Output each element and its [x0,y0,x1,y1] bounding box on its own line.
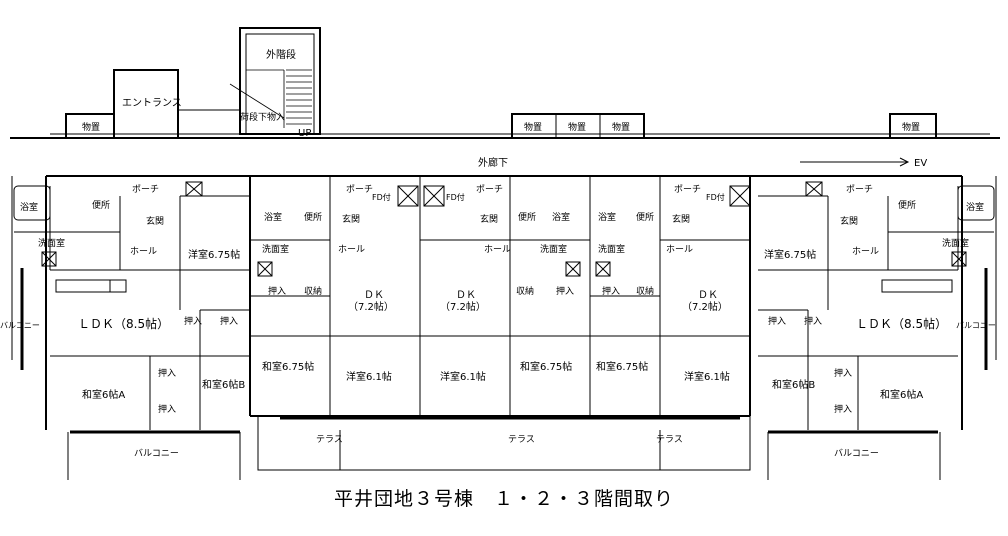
label-washitsu6b-1: 和室6帖B [202,378,245,391]
label-genkan-1: 玄関 [146,215,164,227]
label-washroom-2: 洗面室 [262,243,289,255]
label-storage-center-3: 物置 [612,121,630,133]
label-storage-center-2: 物置 [568,121,586,133]
label-hall-3: ホール [484,244,511,255]
floor-plan: 外階段 エントランス 物置 物置 物置 物置 物置 荷段下物入 UP 外廊下 E… [0,27,1000,480]
label-dk-size-1: （7.2帖） [348,300,394,313]
label-toilet-5: 便所 [898,199,916,211]
label-hall-5: ホール [852,246,879,257]
label-oshiire-4: 押入 [556,285,574,297]
label-porch-4: ポーチ [674,184,701,195]
label-genkan-2: 玄関 [342,213,360,225]
label-dk-1: ＤＫ [364,290,384,301]
label-fd-1: FD付 [372,192,391,202]
label-yoshitsu61-3: 洋室6.1帖 [684,370,730,383]
label-storage-right: 物置 [902,121,920,133]
label-outside-stairs: 外階段 [266,48,296,61]
label-oshiire-10: 押入 [834,367,852,379]
label-washroom-4: 洗面室 [598,243,625,255]
label-washitsu675-2: 和室6.75帖 [520,360,572,373]
label-shuno-3: 収納 [636,285,654,297]
label-oshiire-11: 押入 [834,403,852,415]
label-entrance: エントランス [122,97,182,109]
label-washitsu675-1: 和室6.75帖 [262,360,314,373]
label-oshiire-8: 押入 [158,367,176,379]
label-terrace-1: テラス [316,434,343,445]
label-oshiire-6: 押入 [768,315,786,327]
label-terrace-2: テラス [508,434,535,445]
label-toilet-4: 便所 [636,211,654,223]
label-yoshitsu675-1: 洋室6.75帖 [188,248,240,261]
label-yoshitsu61-2: 洋室6.1帖 [440,370,486,383]
label-terrace-3: テラス [656,434,683,445]
label-toilet-2: 便所 [304,211,322,223]
label-dk-size-3: （7.2帖） [682,300,728,313]
label-fd-3: FD付 [706,192,725,202]
label-toilet-1: 便所 [92,199,110,211]
label-storage-left: 物置 [82,121,100,133]
label-porch-2: ポーチ [346,184,373,195]
label-oshiire-9: 押入 [158,403,176,415]
label-oshiire-1: 押入 [184,315,202,327]
label-washitsu6a-2: 和室6帖A [880,388,923,401]
label-ev: EV [914,158,927,169]
label-ldk-2: ＬＤＫ（8.5帖） [856,316,947,331]
label-oshiire-2: 押入 [220,315,238,327]
label-ldk-1: ＬＤＫ（8.5帖） [78,316,169,331]
label-dk-2: ＤＫ [456,290,476,301]
label-genkan-4: 玄関 [672,213,690,225]
label-yoshitsu61-1: 洋室6.1帖 [346,370,392,383]
label-storage-center-1: 物置 [524,121,542,133]
label-corridor: 外廊下 [478,156,508,169]
label-bath-4: 浴室 [598,211,616,223]
label-oshiire-3: 押入 [268,285,286,297]
label-bath-1: 浴室 [20,201,38,213]
label-bath-3: 浴室 [552,211,570,223]
label-genkan-3: 玄関 [480,213,498,225]
label-balcony-left: バルコニー [134,448,179,459]
label-washitsu675-3: 和室6.75帖 [596,360,648,373]
label-washroom-5: 洗面室 [942,237,969,249]
label-washroom-1: 洗面室 [38,237,65,249]
label-washitsu6b-2: 和室6帖B [772,378,815,391]
plan-caption: 平井団地３号棟 １・２・３階間取り [333,488,674,510]
label-yoshitsu675-2: 洋室6.75帖 [764,248,816,261]
label-luggage: 荷段下物入 [240,111,285,123]
label-balcony-left-side: バルコニー [0,321,40,330]
label-washitsu6a-1: 和室6帖A [82,388,125,401]
label-oshiire-7: 押入 [804,315,822,327]
label-balcony-right: バルコニー [834,448,879,459]
label-genkan-5: 玄関 [840,215,858,227]
label-oshiire-5: 押入 [602,285,620,297]
label-porch-3: ポーチ [476,184,503,195]
label-washroom-3: 洗面室 [540,243,567,255]
label-bath-5: 浴室 [966,201,984,213]
label-hall-4: ホール [666,244,693,255]
label-toilet-3: 便所 [518,211,536,223]
label-shuno-2: 収納 [516,285,534,297]
label-bath-2: 浴室 [264,211,282,223]
label-hall-1: ホール [130,246,157,257]
label-hall-2: ホール [338,244,365,255]
label-dk-size-2: （7.2帖） [440,300,486,313]
label-balcony-right-side: バルコニー [956,321,996,330]
label-shuno-1: 収納 [304,285,322,297]
label-porch-5: ポーチ [846,184,873,195]
label-porch-1: ポーチ [132,184,159,195]
label-dk-3: ＤＫ [698,290,718,301]
label-fd-2: FD付 [446,192,465,202]
label-up: UP [298,128,311,139]
